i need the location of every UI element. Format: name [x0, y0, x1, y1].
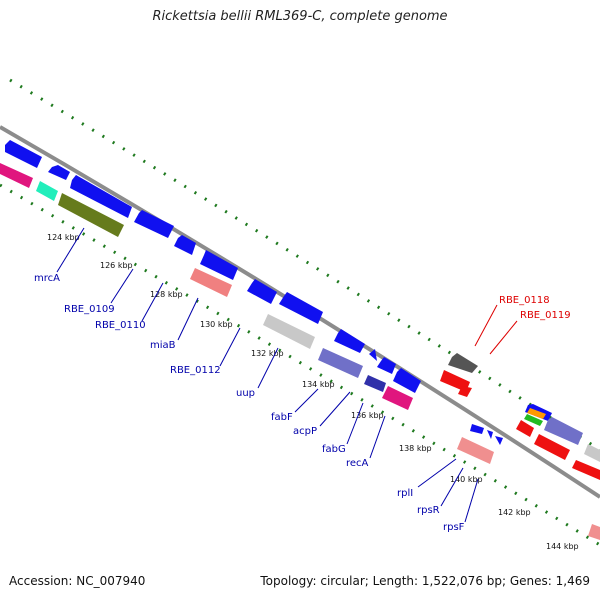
gene-label[interactable]: fabG	[322, 444, 346, 455]
gene-arrow[interactable]	[190, 268, 232, 297]
gene-arrow[interactable]	[393, 368, 421, 393]
tick-label: 128 kbp	[150, 290, 183, 299]
tick-label: 144 kbp	[546, 542, 579, 551]
gene-track-reverse	[0, 163, 600, 540]
gene-arrow[interactable]	[487, 430, 493, 439]
leader-line	[110, 268, 134, 304]
tick-label: 136 kbp	[351, 411, 384, 420]
gene-arrow[interactable]	[200, 250, 238, 280]
leader-line	[489, 320, 518, 355]
accession-text: Accession: NC_007940	[9, 574, 146, 588]
leader-line	[56, 227, 85, 273]
gene-arrow[interactable]	[572, 460, 600, 480]
gene-arrow[interactable]	[263, 314, 315, 349]
tick-label: 134 kbp	[302, 380, 335, 389]
leader-line	[369, 415, 386, 459]
gene-arrow[interactable]	[527, 408, 546, 419]
gene-arrow[interactable]	[470, 424, 484, 434]
gene-label[interactable]: mrcA	[34, 273, 60, 284]
gene-arrow[interactable]	[364, 375, 386, 392]
gene-arrow[interactable]	[36, 181, 58, 201]
gene-track-forward	[5, 140, 583, 445]
leader-line	[417, 458, 457, 488]
gene-label[interactable]: RBE_0109	[64, 304, 115, 315]
gene-arrow[interactable]	[588, 524, 600, 540]
gene-arrow[interactable]	[457, 437, 494, 464]
gene-arrow[interactable]	[382, 386, 413, 410]
gene-arrow[interactable]	[544, 417, 583, 445]
gene-arrow[interactable]	[369, 349, 377, 361]
gene-arrow[interactable]	[458, 386, 472, 397]
tick-label: 126 kbp	[100, 261, 133, 270]
gene-arrow[interactable]	[448, 353, 478, 373]
dotted-track-inner	[0, 183, 600, 547]
leader-line	[346, 402, 364, 445]
gene-label[interactable]: RBE_0112	[170, 365, 221, 376]
gene-arrow[interactable]	[247, 279, 277, 304]
leader-line	[440, 467, 464, 507]
tick-label: 132 kbp	[251, 349, 284, 358]
gene-arrow[interactable]	[318, 348, 363, 378]
gene-label[interactable]: RBE_0110	[95, 320, 146, 331]
gene-arrow[interactable]	[174, 235, 196, 255]
gene-arrow[interactable]	[48, 165, 70, 180]
gene-arrow[interactable]	[516, 420, 534, 437]
gene-label[interactable]: miaB	[150, 340, 176, 351]
leader-line	[319, 391, 351, 427]
tick-label: 130 kbp	[200, 320, 233, 329]
gene-arrow[interactable]	[495, 436, 503, 445]
gene-arrow[interactable]	[534, 434, 570, 460]
gene-arrow[interactable]	[0, 163, 33, 188]
tick-label: 124 kbp	[47, 233, 80, 242]
leader-line	[294, 388, 319, 413]
gene-label[interactable]: rplI	[397, 488, 413, 499]
leader-line	[219, 327, 241, 367]
gene-label[interactable]: fabF	[271, 412, 293, 423]
gene-arrow[interactable]	[70, 175, 132, 218]
dotted-track-outer	[9, 78, 600, 452]
tick-label: 138 kbp	[399, 444, 432, 453]
gene-arrow[interactable]	[5, 140, 42, 168]
tick-label: 140 kbp	[450, 475, 483, 484]
gene-labels: mrcA RBE_0109 RBE_0110 miaB RBE_0112 uup…	[34, 273, 571, 533]
gene-label[interactable]: RBE_0119	[520, 310, 571, 321]
gene-label[interactable]: rpsR	[417, 505, 440, 516]
leader-line	[141, 282, 164, 322]
leader-line	[177, 297, 199, 341]
gene-label[interactable]: rpsF	[443, 522, 465, 533]
gene-label[interactable]: recA	[346, 458, 369, 469]
gene-label[interactable]: RBE_0118	[499, 295, 550, 306]
gene-arrow[interactable]	[58, 193, 124, 237]
leader-line	[474, 304, 498, 347]
gene-arrow[interactable]	[584, 444, 600, 462]
topology-text: Topology: circular; Length: 1,522,076 bp…	[260, 574, 590, 588]
gene-label[interactable]: acpP	[293, 426, 317, 437]
gene-arrow[interactable]	[279, 292, 323, 324]
gene-arrow[interactable]	[524, 414, 543, 426]
label-leaders	[56, 227, 518, 523]
gene-label[interactable]: uup	[236, 388, 255, 399]
gene-arrow[interactable]	[334, 329, 365, 353]
gene-arrow[interactable]	[134, 210, 174, 238]
leader-line	[464, 478, 479, 523]
gene-arrow[interactable]	[377, 357, 396, 374]
tick-labels: 124 kbp 126 kbp 128 kbp 130 kbp 132 kbp …	[47, 233, 579, 551]
leader-line	[257, 347, 279, 389]
map-title: Rickettsia bellii RML369-C, complete gen…	[152, 9, 448, 24]
tick-label: 142 kbp	[498, 508, 531, 517]
